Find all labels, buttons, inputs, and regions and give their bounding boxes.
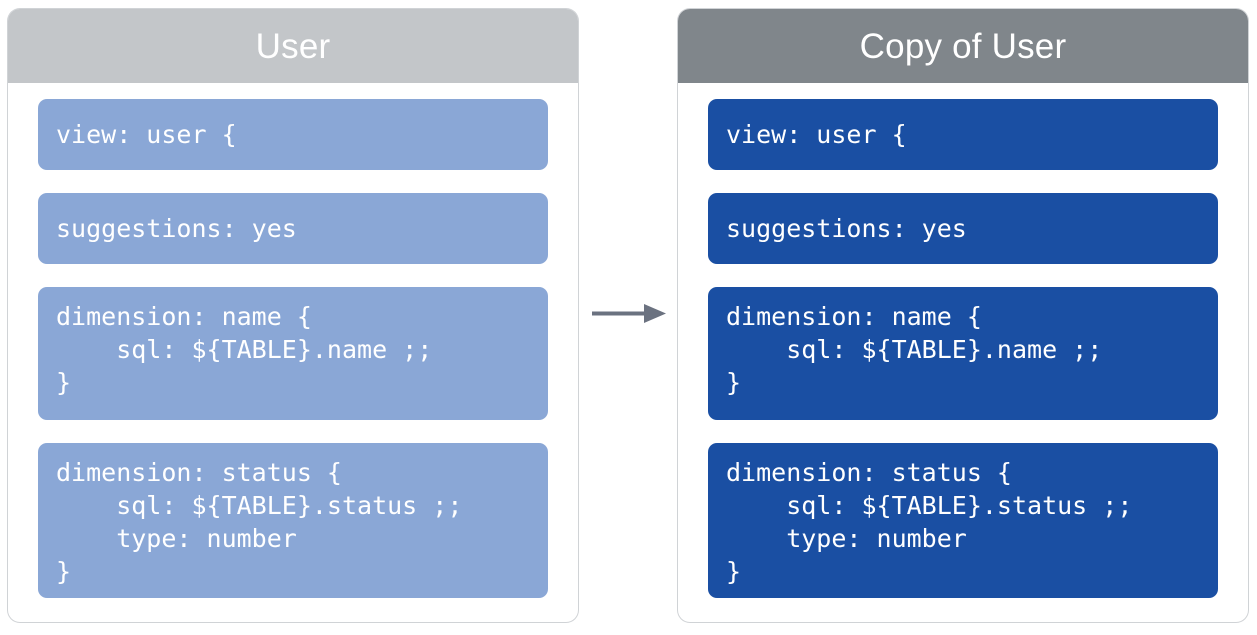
panel-title-copy: Copy of User <box>678 9 1248 83</box>
code-block-suggestions-param: suggestions: yes <box>38 193 548 264</box>
code-block-view-declaration: view: user { <box>38 99 548 170</box>
panel-body-source: view: user { suggestions: yes dimension:… <box>8 83 578 622</box>
copy-arrow <box>590 300 670 328</box>
arrow-right-icon <box>592 304 666 323</box>
code-block-dimension-status: dimension: status { sql: ${TABLE}.status… <box>38 443 548 598</box>
panel-title-source: User <box>8 9 578 83</box>
code-block-view-declaration-copy: view: user { <box>708 99 1218 170</box>
panel-copy-of-user: Copy of User view: user { suggestions: y… <box>678 9 1248 622</box>
panel-body-copy: view: user { suggestions: yes dimension:… <box>678 83 1248 622</box>
code-block-dimension-name-copy: dimension: name { sql: ${TABLE}.name ;; … <box>708 287 1218 420</box>
code-block-dimension-name: dimension: name { sql: ${TABLE}.name ;; … <box>38 287 548 420</box>
code-block-dimension-status-copy: dimension: status { sql: ${TABLE}.status… <box>708 443 1218 598</box>
code-block-suggestions-param-copy: suggestions: yes <box>708 193 1218 264</box>
panel-source-user: User view: user { suggestions: yes dimen… <box>8 9 578 622</box>
